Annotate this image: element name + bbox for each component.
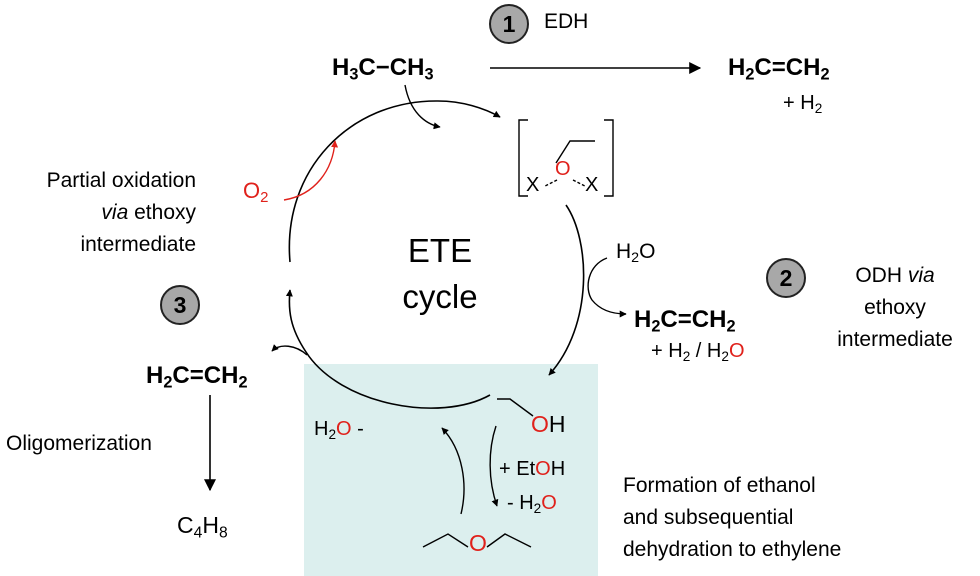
oxygen-formula: O2 <box>243 178 269 207</box>
water-out-formula: H2O - <box>314 418 364 442</box>
odh-branch-arrow <box>587 257 627 318</box>
route-3-badge: 3 <box>160 285 200 325</box>
ethoxy-x-left: X <box>526 174 540 196</box>
ethoxy-bracket-right <box>604 119 614 197</box>
cycle-arc-top-right <box>437 100 501 118</box>
water-remove-formula: - H2O <box>507 492 557 516</box>
ethylene-out-arrow <box>271 344 308 356</box>
butene-formula: C4H8 <box>177 512 228 542</box>
oxygen-feed-arrow <box>283 140 339 201</box>
water-in-formula: H2O <box>616 240 656 266</box>
ethanol-add-formula: + EtOH <box>499 458 566 480</box>
cycle-arc-bottom <box>285 289 491 409</box>
edh-label: EDH <box>544 10 589 33</box>
ethylene-odh-formula: H2C=CH2 <box>634 306 736 336</box>
ethoxy-x-right: X <box>585 174 599 196</box>
partial-oxidation-label: Partial oxidation via ethoxy intermediat… <box>46 169 196 256</box>
oligomerization-label: Oligomerization <box>6 432 152 455</box>
ethoxy-bracket-left <box>518 119 528 197</box>
ethane-formula: H3C−CH3 <box>332 54 434 84</box>
ethoxy-chain <box>555 140 595 164</box>
ethylene-left-formula: H2C=CH2 <box>146 362 248 392</box>
ethoxy-bond-left <box>544 179 558 187</box>
hydrogen-edh-formula: + H2 <box>783 92 823 116</box>
route-2-badge: 2 <box>766 258 806 298</box>
ethanol-formation-box <box>304 364 598 576</box>
ethoxy-oxygen: O <box>555 158 571 180</box>
ethanol-oh: OH <box>531 411 566 437</box>
ether-formation-arrow <box>489 425 499 507</box>
h2-h2o-formula: + H2 / H2O <box>651 340 745 364</box>
ether-chain-left <box>422 533 469 548</box>
odh-label: ODH via ethoxy intermediate <box>837 264 953 351</box>
ethylene-edh-formula: H2C=CH2 <box>728 54 830 84</box>
ether-oxygen: O <box>469 530 487 556</box>
ether-return-arrow <box>441 427 465 515</box>
box-caption: Formation of ethanol and subsequential d… <box>623 474 842 561</box>
cycle-arc-right <box>548 204 585 376</box>
ether-chain-right <box>486 533 532 548</box>
ethanol-chain <box>497 398 534 417</box>
cycle-arc-top <box>288 100 439 263</box>
ethane-feed-arrow <box>404 84 441 130</box>
route-1-badge: 1 <box>489 4 529 44</box>
ethoxy-bond-right <box>572 179 586 187</box>
